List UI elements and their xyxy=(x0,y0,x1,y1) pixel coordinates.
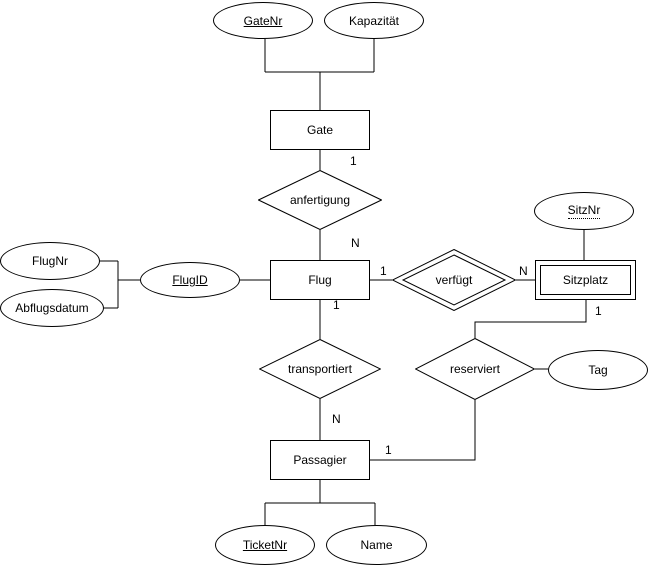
relationship-anfertigung: anfertigung xyxy=(258,170,382,230)
attribute-sitznr-label: SitzNr xyxy=(567,203,601,219)
relationship-reserviert: reserviert xyxy=(415,338,535,400)
attribute-ticketnr: TicketNr xyxy=(215,525,315,565)
attribute-name-label: Name xyxy=(360,538,393,552)
cardinality-flug-verfuegt: 1 xyxy=(380,264,387,278)
attribute-name: Name xyxy=(326,525,427,565)
attribute-sitznr: SitzNr xyxy=(534,192,634,230)
attribute-tag-label: Tag xyxy=(588,363,608,377)
entity-sitzplatz-inner-border: Sitzplatz xyxy=(540,265,631,295)
relationship-verfuegt-label: verfügt xyxy=(435,273,473,287)
attribute-abflugsdatum: Abflugsdatum xyxy=(0,289,104,327)
entity-sitzplatz-label: Sitzplatz xyxy=(562,273,609,287)
relationship-verfuegt: verfügt xyxy=(392,249,516,311)
entity-flug: Flug xyxy=(270,260,370,300)
attribute-kapazitaet: Kapazität xyxy=(324,2,424,39)
attribute-flugid: FlugID xyxy=(140,262,240,298)
attribute-flugnr-label: FlugNr xyxy=(31,254,68,268)
entity-passagier-label: Passagier xyxy=(293,453,347,467)
attribute-kapazitaet-label: Kapazität xyxy=(348,13,400,28)
attribute-tag: Tag xyxy=(548,350,648,390)
attribute-flugnr: FlugNr xyxy=(0,242,100,280)
entity-gate: Gate xyxy=(270,110,370,150)
diamond-shape xyxy=(258,170,382,230)
attribute-ticketnr-label: TicketNr xyxy=(242,538,288,552)
cardinality-transportiert-passagier: N xyxy=(332,412,341,426)
attribute-flugid-label: FlugID xyxy=(172,273,208,287)
attribute-gatenr-label: GateNr xyxy=(243,13,283,28)
cardinality-passagier-reserviert: 1 xyxy=(385,443,392,457)
entity-gate-label: Gate xyxy=(306,123,333,137)
diamond-shape xyxy=(259,339,381,399)
entity-sitzplatz: Sitzplatz xyxy=(535,260,636,300)
relationship-reserviert-label: reserviert xyxy=(449,362,500,376)
attribute-gatenr: GateNr xyxy=(213,2,313,39)
diamond-shape xyxy=(415,338,535,400)
entity-flug-label: Flug xyxy=(308,273,332,287)
attribute-abflugsdatum-label: Abflugsdatum xyxy=(15,301,89,315)
cardinality-verfuegt-sitzplatz: N xyxy=(519,264,528,278)
cardinality-sitzplatz-reserviert: 1 xyxy=(595,304,602,318)
double-diamond-shape xyxy=(392,249,516,311)
entity-passagier: Passagier xyxy=(270,440,370,480)
cardinality-anfertigung-flug: N xyxy=(351,236,360,250)
relationship-transportiert-label: transportiert xyxy=(287,362,353,376)
cardinality-flug-transportiert: 1 xyxy=(333,298,340,312)
cardinality-gate-anfertigung: 1 xyxy=(350,154,357,168)
relationship-anfertigung-label: anfertigung xyxy=(289,193,351,207)
relationship-transportiert: transportiert xyxy=(259,339,381,399)
